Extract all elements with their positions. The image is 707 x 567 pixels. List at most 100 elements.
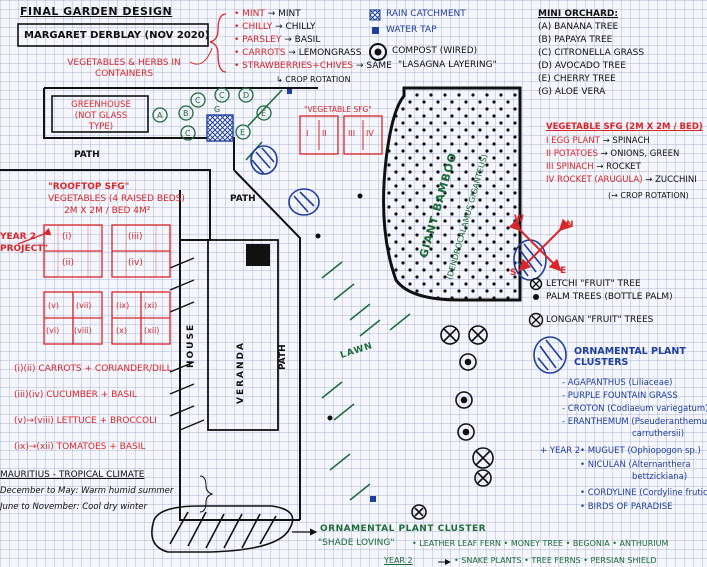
rooftop-bed: (v) xyxy=(48,301,59,310)
compass-e: E xyxy=(560,266,567,276)
letchi-legend-label: LETCHI "FRUIT" TREE xyxy=(546,279,641,289)
compass-w: W xyxy=(514,214,524,224)
longan-trees xyxy=(411,325,494,520)
rooftop-bed: (iv) xyxy=(128,258,143,268)
rooftop-bed: (ix) xyxy=(116,301,130,310)
compass-s: S xyxy=(510,268,517,278)
palm-legend-label: PALM TREES (BOTTLE PALM) xyxy=(546,292,673,302)
rooftop-bed: (viii) xyxy=(74,326,92,335)
rooftop-title: "ROOFTOP SFG" xyxy=(48,182,130,192)
rooftop-bed: (xi) xyxy=(144,301,158,310)
crop-item: (i)(ii) CARROTS + CORIANDER/DILL xyxy=(14,364,172,374)
compass xyxy=(508,218,572,272)
rooftop-size: 2M X 2M / BED 4M² xyxy=(64,206,151,216)
bed-I-label: I xyxy=(306,129,309,138)
greenhouse xyxy=(51,95,149,133)
water-tap-bottom xyxy=(370,496,376,502)
orchard-item: (A) BANANA TREE xyxy=(538,22,619,32)
veg-sfg-bed-right xyxy=(343,115,383,155)
containers-label: VEGETABLES & HERBS IN CONTAINERS xyxy=(67,58,181,79)
author-box xyxy=(17,23,209,47)
bed-III-label: III xyxy=(348,129,356,138)
orchard-circles xyxy=(152,87,272,141)
year2-plant: • BIRDS OF PARADISE xyxy=(580,502,673,512)
climate-title: MAURITIUS - TROPICAL CLIMATE xyxy=(0,470,145,480)
veg-sfg-rotation: (→ CROP ROTATION) xyxy=(608,191,689,200)
veranda-label: VERANDA xyxy=(236,341,246,404)
compass-n: N xyxy=(566,220,574,230)
orchard-item: (B) PAPAYA TREE xyxy=(538,35,613,45)
orchard-item: (G) ALOE VERA xyxy=(538,87,606,97)
orchard-item: (C) CITRONELLA GRASS xyxy=(538,48,645,58)
marker-dots xyxy=(315,193,363,421)
path-right-label: PATH xyxy=(278,344,288,370)
container-item: • CHILLY → CHILLY xyxy=(234,22,316,32)
veg-sfg-item: IV ROCKET (ARUGULA) → ZUCCHINI xyxy=(546,175,697,185)
orchard-title: MINI ORCHARD: xyxy=(538,9,619,19)
water-tap-top xyxy=(287,89,292,94)
ornamental-plant: - PURPLE FOUNTAIN GRASS xyxy=(562,391,678,401)
path-top-label: PATH xyxy=(74,150,100,160)
rooftop-side-1: YEAR 2 xyxy=(0,232,36,242)
property-outline xyxy=(0,87,318,521)
bed-II-label: II xyxy=(322,129,327,138)
greenhouse-label: GREENHOUSE (NOT GLASS TYPE) xyxy=(71,100,131,132)
lawn-strokes xyxy=(321,261,411,501)
veranda xyxy=(207,239,279,431)
container-item: • STRAWBERRIES+CHIVES → SAME xyxy=(234,61,392,71)
rooftop-beds xyxy=(43,224,171,345)
path-mid-label: PATH xyxy=(230,194,256,204)
orchard-map-E: E xyxy=(240,128,246,137)
rooftop-arrow xyxy=(17,228,52,245)
container-item: • MINT → MINT xyxy=(234,9,301,19)
container-item: • CARROTS → LEMONGRASS xyxy=(234,48,362,58)
rain-legend-label: RAIN CATCHMENT xyxy=(386,9,466,19)
bamboo-area xyxy=(382,86,522,302)
climate-line-1: December to May: Warm humid summer xyxy=(0,486,174,496)
veg-sfg-item: III SPINACH → ROCKET xyxy=(546,162,641,172)
orchard-map-B: B xyxy=(183,109,189,118)
rain-catchment-square xyxy=(206,114,234,142)
letchi-legend-icon xyxy=(529,277,543,291)
year2-plant: • NICULAN (Alternanthera xyxy=(580,460,691,470)
climate-brace xyxy=(199,475,214,513)
author-label: MARGARET DERBLAY (NOV 2020) xyxy=(24,30,210,41)
veg-sfg-map-label: "VEGETABLE SFG" xyxy=(304,105,372,114)
orchard-item: (E) CHERRY TREE xyxy=(538,74,616,84)
rain-legend-icon xyxy=(369,9,381,21)
crop-item: (iii)(iv) CUCUMBER + BASIL xyxy=(14,390,137,400)
palm-legend-icon xyxy=(533,294,539,300)
orchard-map-C: C xyxy=(195,96,201,105)
house-hatching xyxy=(169,257,205,431)
container-item: • PARSLEY → BASIL xyxy=(234,35,321,45)
rooftop-bed: (vi) xyxy=(46,326,60,335)
bed-IV-label: IV xyxy=(366,129,374,138)
rooftop-side-2: PROJECT" xyxy=(0,244,49,254)
ornamental-plant: - AGAPANTHUS (Liliaceae) xyxy=(562,378,673,388)
bottom-year2-label: YEAR 2 xyxy=(384,556,413,565)
tap-legend-label: WATER TAP xyxy=(386,25,437,35)
rooftop-bed: (ii) xyxy=(62,258,75,268)
longan-legend-label: LONGAN "FRUIT" TREES xyxy=(546,315,654,325)
year2-label: + YEAR 2 xyxy=(540,446,581,456)
tap-legend-icon xyxy=(372,27,379,34)
house-label: HOUSE xyxy=(186,322,196,368)
year2-plant: • CORDYLINE (Cordyline fruticosa) xyxy=(580,488,707,498)
climate-line-2: June to November: Cool dry winter xyxy=(0,502,148,512)
ornamental-plant: carruthersii) xyxy=(632,429,685,439)
veg-sfg-item: I EGG PLANT → SPINACH xyxy=(546,136,650,146)
bottom-cluster-line-1: • LEATHER LEAF FERN • MONEY TREE • BEGON… xyxy=(412,539,669,548)
crop-item: (v)→(viii) LETTUCE + BROCCOLI xyxy=(14,416,157,426)
containers-brace xyxy=(209,13,227,73)
water-tank-block xyxy=(246,244,270,266)
ornamental-legend-title: ORNAMENTAL PLANT CLUSTERS xyxy=(574,346,686,368)
orchard-map-A: A xyxy=(157,111,163,120)
bottom-cluster-title: ORNAMENTAL PLANT CLUSTER xyxy=(320,524,487,534)
page-title: FINAL GARDEN DESIGN xyxy=(20,5,173,18)
ornamental-plant: - ERANTHEMUM (Pseuderanthemum xyxy=(562,417,707,427)
rooftop-sub: VEGETABLES (4 RAISED BEDS) xyxy=(48,194,185,204)
longan-legend-icon xyxy=(528,312,544,328)
bottom-cluster-shade: "SHADE LOVING" xyxy=(318,538,395,548)
veg-sfg-bed-left xyxy=(299,115,339,155)
